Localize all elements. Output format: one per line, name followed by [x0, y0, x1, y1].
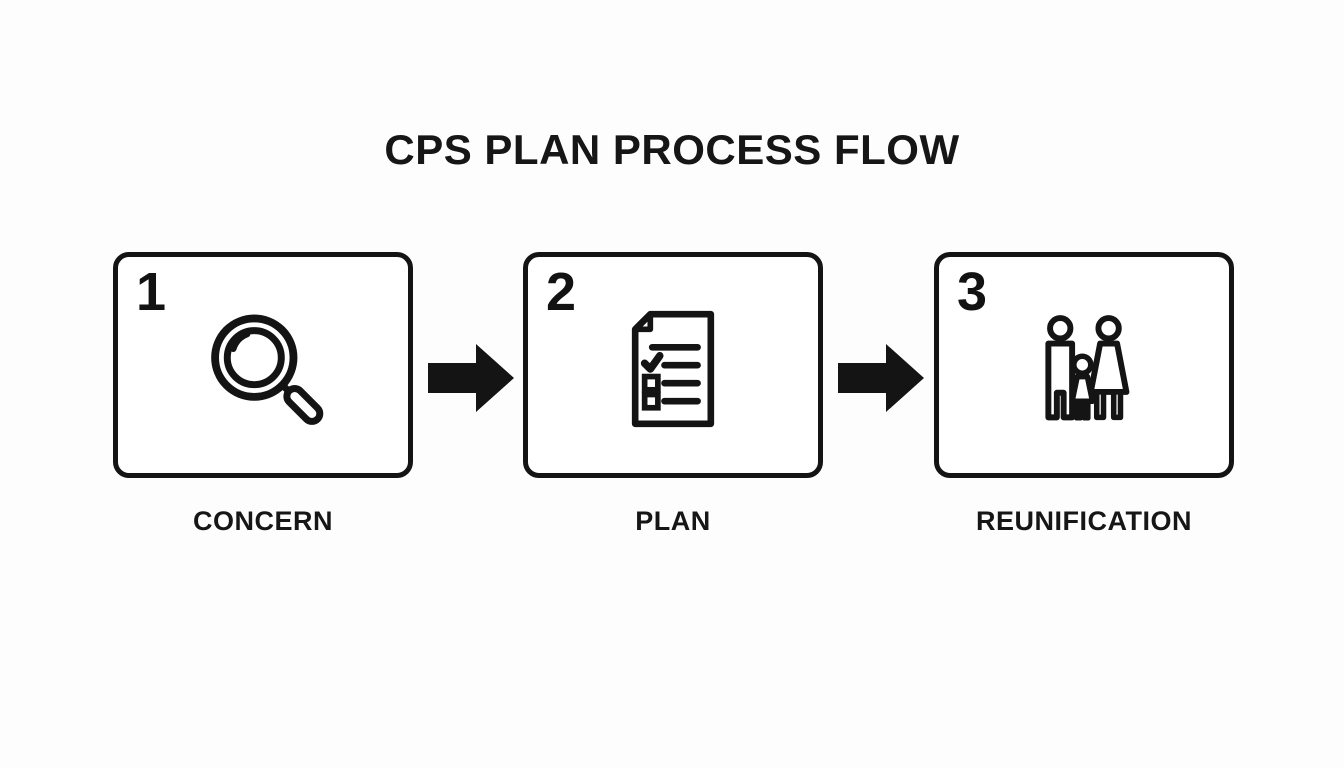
step-box-reunification: 3: [934, 252, 1234, 478]
step-label-concern: CONCERN: [192, 506, 333, 536]
arrow-right-icon: [428, 344, 514, 412]
step-box-plan: 2: [523, 252, 823, 478]
step-number: 2: [546, 262, 577, 322]
step-label-reunification: REUNIFICATION: [976, 506, 1192, 536]
step-number: 3: [957, 262, 988, 322]
step-box-concern: 1: [113, 252, 413, 478]
step-number: 1: [136, 262, 167, 322]
checklist-icon: [528, 257, 818, 473]
arrow-right-icon: [838, 344, 924, 412]
family-icon: [939, 257, 1229, 473]
magnifier-icon: [118, 257, 408, 473]
step-label-plan: PLAN: [635, 506, 711, 536]
page-title: CPS PLAN PROCESS FLOW: [384, 126, 960, 173]
